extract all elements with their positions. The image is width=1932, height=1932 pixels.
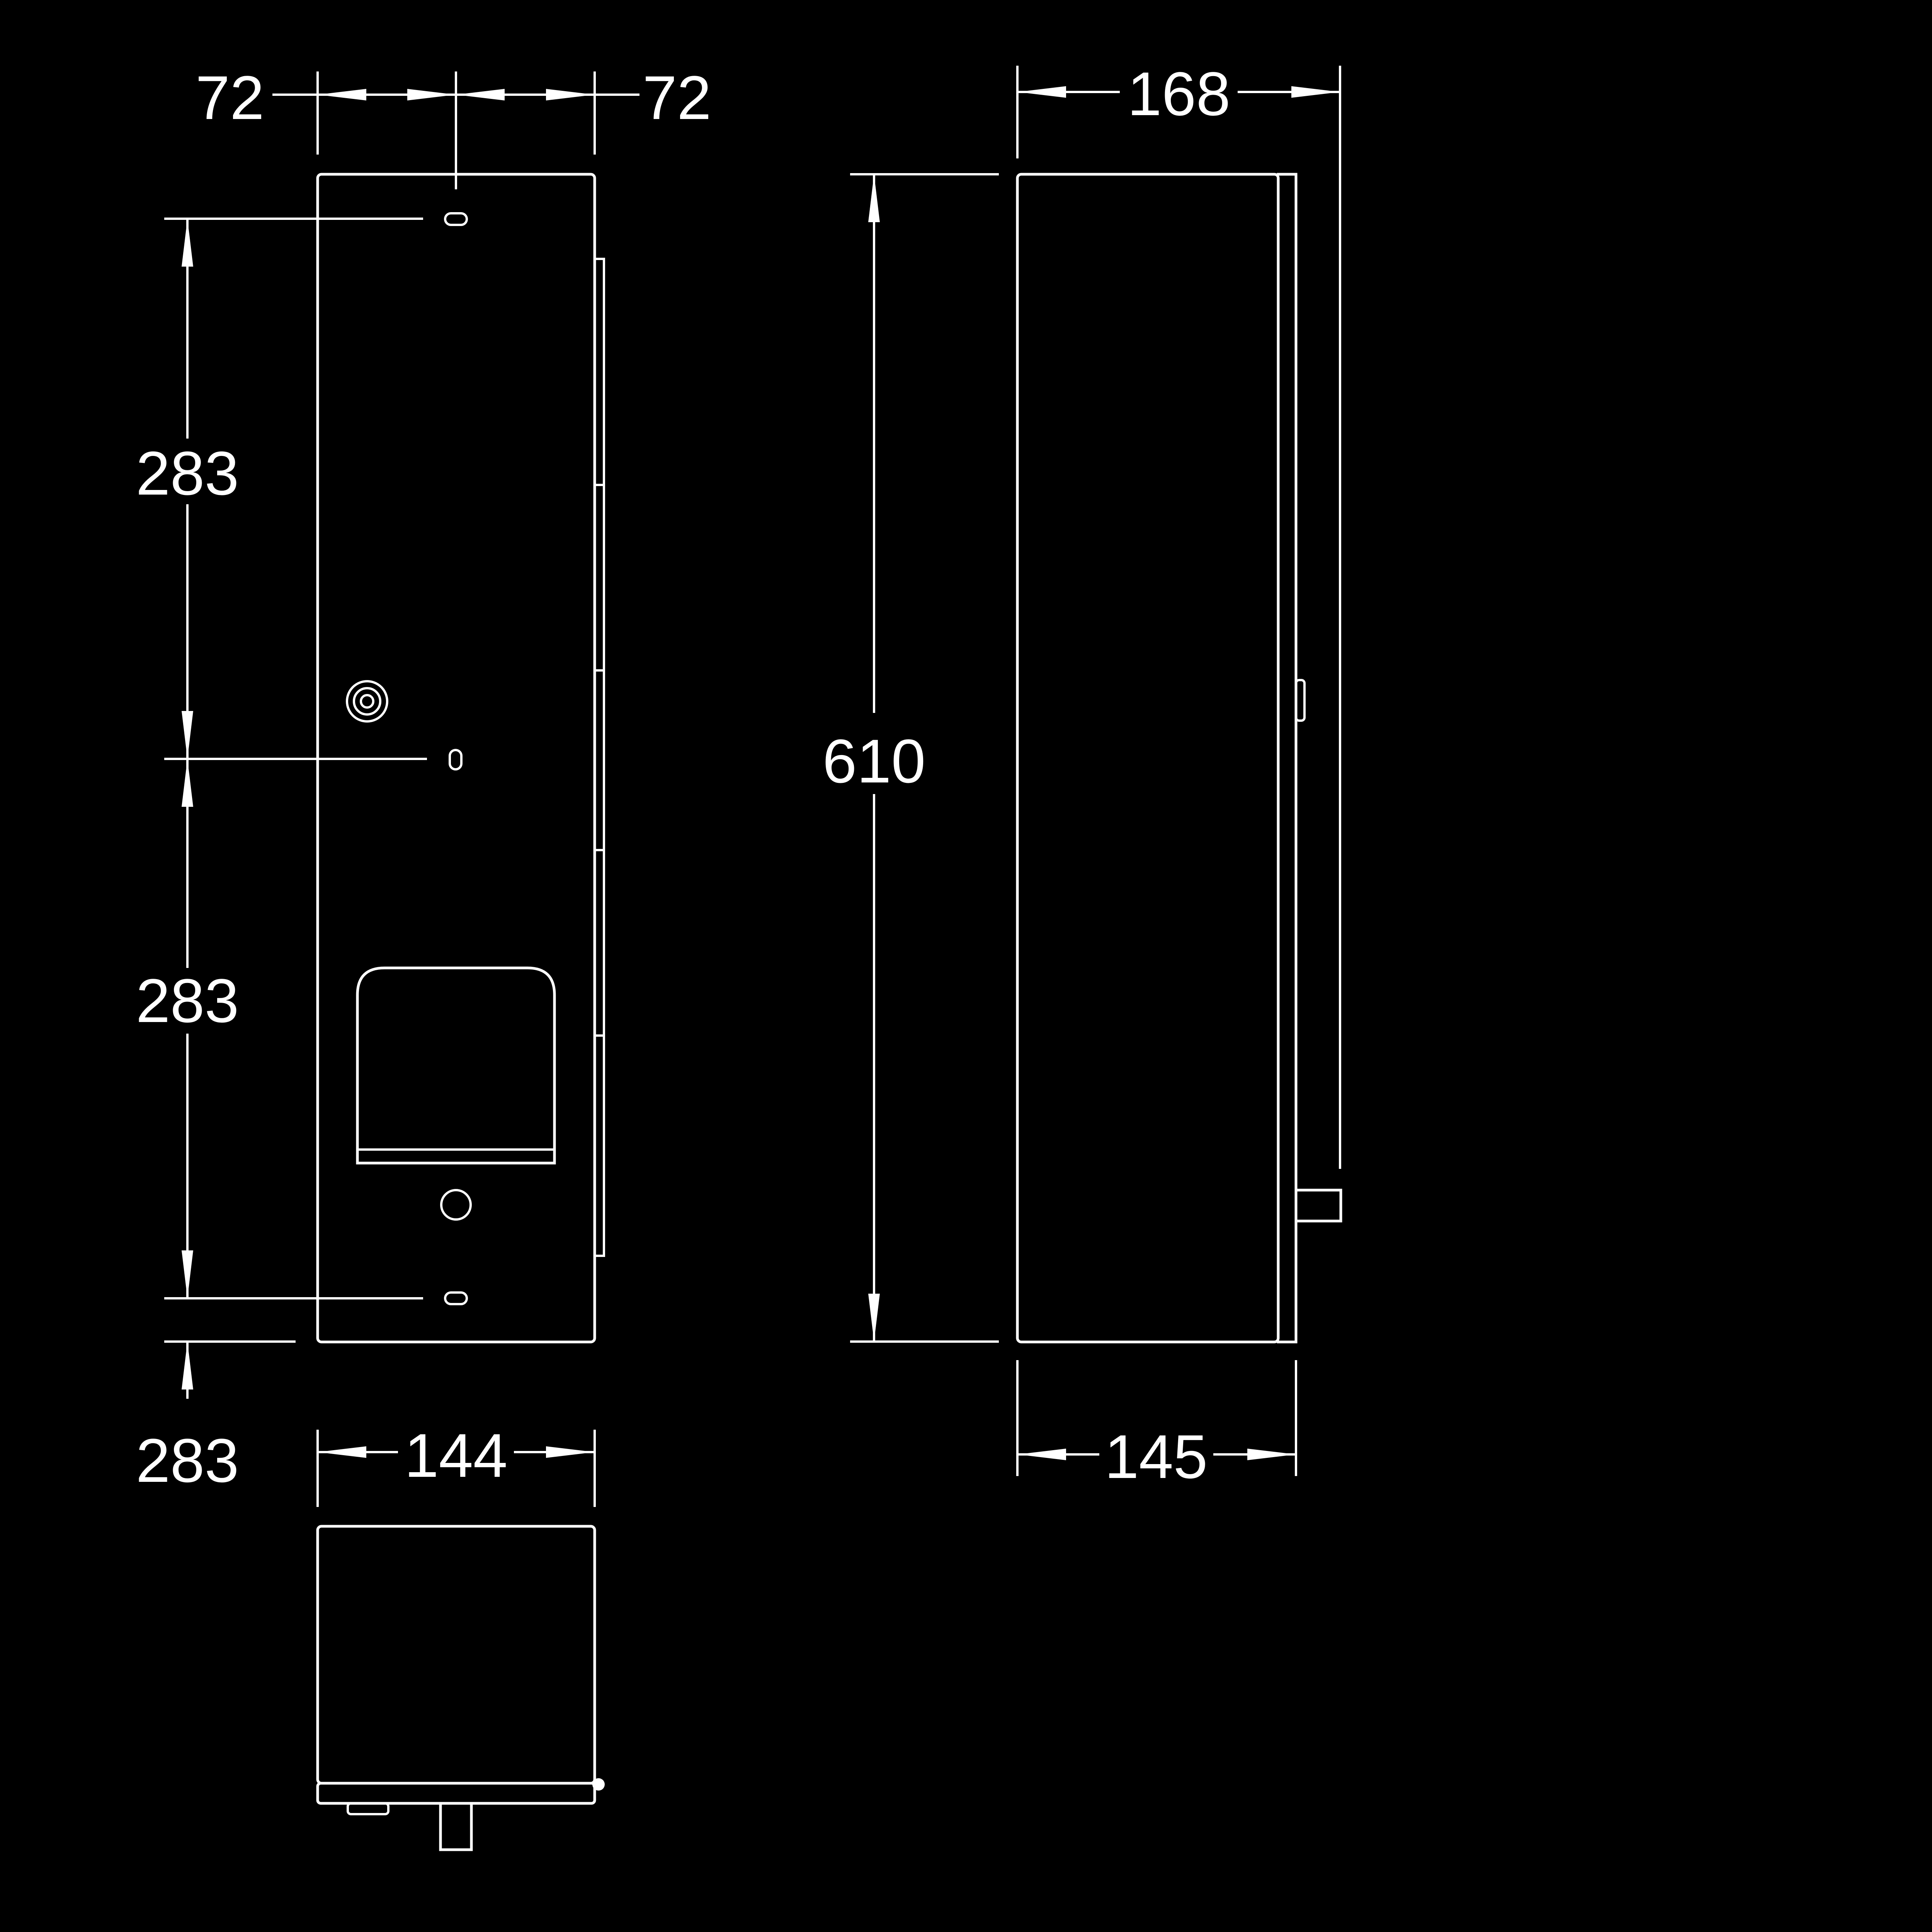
dispensing-window <box>356 966 556 1165</box>
side-view-spout <box>1294 1189 1342 1223</box>
dim-upper-spacing: 283 <box>136 439 239 508</box>
side-view: 610 168 145 <box>813 58 1342 1491</box>
dim-depth-body: 145 <box>1105 1422 1208 1491</box>
lock-icon <box>346 680 388 723</box>
dim-depth-overall: 168 <box>1128 59 1231 128</box>
sensor-icon <box>440 1189 472 1221</box>
dim-front-left-offset: 72 <box>196 63 264 132</box>
bottom-view: 144 <box>316 1420 605 1851</box>
dim-bottom-offset: 283 <box>136 1426 239 1495</box>
front-view-side-hinge <box>595 258 605 1257</box>
dim-front-right-offset: 72 <box>643 63 711 132</box>
side-view-hinge-bump <box>1295 679 1306 722</box>
dim-lower-spacing: 283 <box>136 966 239 1035</box>
side-view-body-outline <box>1016 173 1280 1344</box>
bottom-view-lock-tab <box>347 1802 389 1815</box>
front-view: 72 72 283 283 283 <box>133 62 730 1495</box>
mounting-hole-bottom <box>444 1291 468 1305</box>
dim-width-bottom-view: 144 <box>405 1421 508 1490</box>
mounting-hole-top <box>444 212 468 226</box>
dim-height-side-view: 610 <box>823 726 926 796</box>
mounting-hole-middle <box>449 749 463 770</box>
bottom-view-spout <box>439 1802 473 1851</box>
side-view-front-panel <box>1277 173 1298 1344</box>
